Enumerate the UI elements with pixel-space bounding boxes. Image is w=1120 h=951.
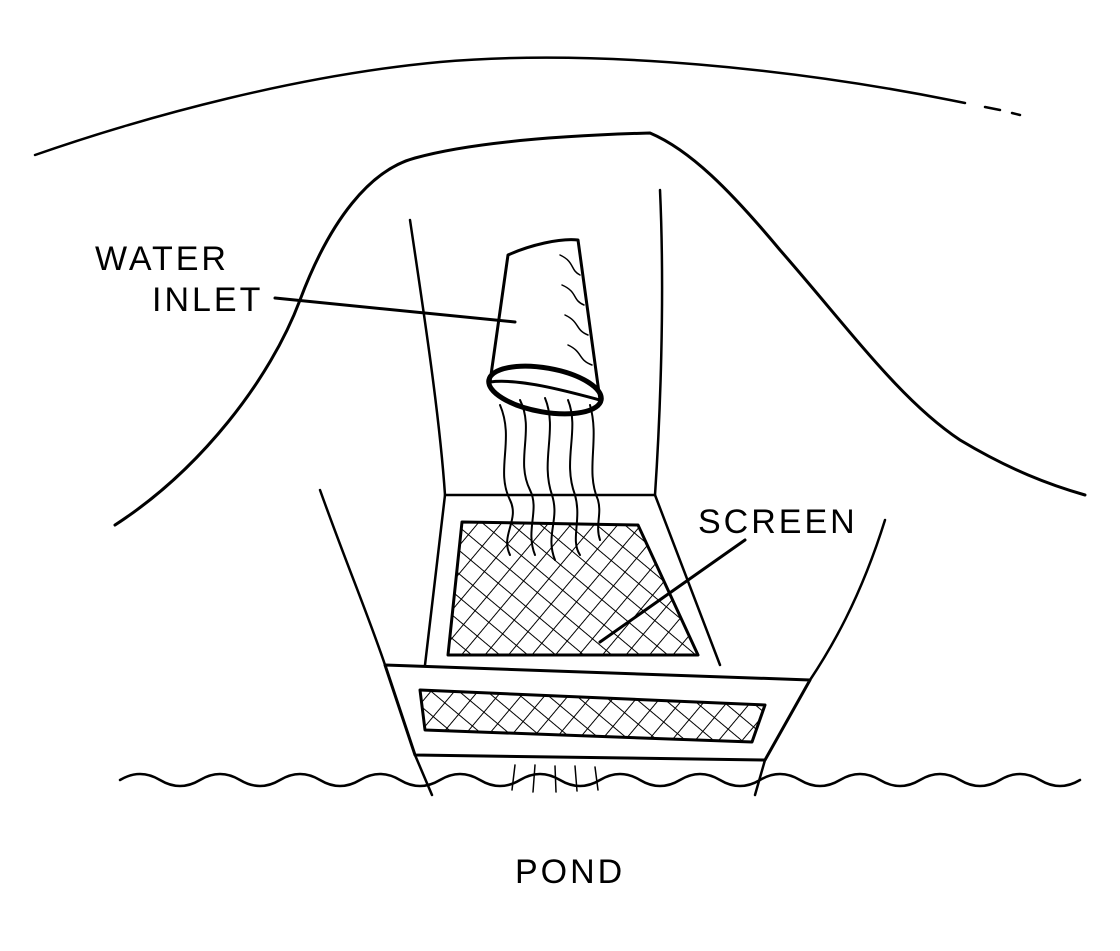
water-label: WATER <box>95 240 229 278</box>
pipe-mouth <box>486 363 604 417</box>
channel-left-wall <box>408 218 447 667</box>
inlet-leader-line <box>273 296 517 324</box>
front-screen-mesh <box>418 688 767 744</box>
background-hill-line <box>33 56 1022 157</box>
screen-leader-line <box>598 538 747 644</box>
water-stream <box>499 397 601 561</box>
screen-label: SCREEN <box>698 503 858 541</box>
right-bank-line <box>808 518 887 682</box>
pond-water-surface <box>118 772 1082 788</box>
box-leg-left <box>413 753 434 797</box>
left-bank-line <box>318 488 387 667</box>
mound-outline <box>113 131 1087 527</box>
inlet-label: INLET <box>152 281 264 319</box>
channel-right-wall <box>653 188 722 667</box>
outflow-streaks <box>511 764 599 793</box>
screen-mesh <box>446 520 700 657</box>
box-leg-right <box>753 758 767 797</box>
pond-label: POND <box>515 853 626 891</box>
pipe-ridges <box>559 254 593 366</box>
